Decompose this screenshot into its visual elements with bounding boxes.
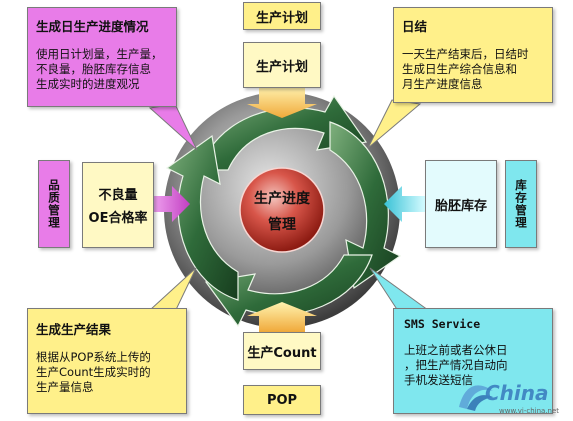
quality-side-label: 品质管理 (47, 179, 61, 229)
plan-box: 生产计划 (243, 42, 321, 88)
callout-top-left: 生成日生产进度情况 使用日计划量，生产量， 不良量，胎胚库存信息 生成实时的进度… (27, 7, 177, 107)
watermark-url: www.vi-china.net (499, 407, 560, 415)
plan-box-label: 生产计划 (255, 59, 308, 75)
arrow-right-from-quality (150, 186, 190, 222)
watermark: China www.vi-china.net (455, 375, 567, 419)
inventory-side-label: 库存管理 (514, 179, 528, 229)
callout-top-left-line-1: 使用日计划量，生产量， (36, 47, 163, 61)
plan-tab-label: 生产计划 (255, 10, 308, 26)
callout-bottom-left: 生成生产结果 根据从POP系统上传的 生产Count生成实时的 生产量信息 (27, 308, 187, 414)
swirl-arrow-left (165, 134, 239, 301)
callout-top-left-line-2: 不良量，胎胚库存信息 (36, 62, 151, 76)
defect-box-line-1: 不良量 (98, 188, 138, 203)
quality-side: 品质管理 (38, 160, 70, 248)
callout-top-right-line-2: 生成日生产综合信息和 (402, 62, 517, 76)
callout-top-left-line-3: 生成实时的进度观况 (36, 77, 140, 91)
arrow-left-from-inventory (384, 186, 425, 222)
defect-box: 不良量 OE合格率 (82, 162, 154, 248)
inventory-box-label: 胎胚库存 (434, 198, 487, 214)
callout-top-right-line-3: 月生产进度信息 (402, 77, 483, 91)
pop-tab: POP (243, 385, 321, 415)
count-box-label: 生产Count (247, 345, 317, 361)
callout-bottom-left-line-3: 生产量信息 (36, 380, 94, 394)
callout-bottom-left-line-1: 根据从POP系统上传的 (36, 350, 151, 364)
defect-box-line-2: OE合格率 (88, 211, 148, 226)
callout-bottom-right: SMS Service 上班之前或者公休日 ，把生产情况自动向 手机发送短信 (393, 308, 553, 414)
watermark-brand: China (485, 381, 549, 405)
swirl-arrow-top (199, 94, 368, 171)
callout-bottom-left-line-2: 生产Count生成实时的 (36, 365, 151, 379)
callout-top-right-title: 日结 (402, 19, 428, 34)
center-ball (239, 167, 325, 253)
center-label: 生产进度 管理 (242, 188, 322, 234)
plan-tab: 生产计划 (243, 2, 321, 30)
callout-top-left-title: 生成日生产进度情况 (36, 19, 149, 34)
pop-tab-label: POP (266, 392, 298, 408)
callout-bottom-right-line-2: ，把生产情况自动向 (404, 358, 508, 372)
callout-tail-top-right (367, 99, 422, 149)
callout-top-right: 日结 一天生产结束后，日结时 生成日生产综合信息和 月生产进度信息 (393, 7, 553, 103)
callout-top-right-line-1: 一天生产结束后，日结时 (402, 47, 529, 61)
callout-bottom-right-title: SMS Service (404, 317, 481, 331)
watermark-logo-icon (459, 385, 493, 411)
count-box: 生产Count (243, 332, 321, 370)
cycle-arrows (165, 94, 402, 328)
arrow-down-from-plan (247, 86, 317, 118)
swirl-arrow-bottom (204, 254, 373, 328)
inventory-box: 胎胚库存 (425, 160, 497, 248)
arrow-up-from-count (247, 302, 317, 332)
center-label-line-2: 管理 (268, 217, 296, 233)
swirl-arrow-right (329, 121, 402, 290)
callout-bottom-left-title: 生成生产结果 (36, 322, 112, 337)
callout-bottom-right-line-3: 手机发送短信 (404, 373, 473, 387)
callout-tail-top-left (148, 103, 198, 151)
inventory-side: 库存管理 (505, 160, 537, 248)
callout-bottom-right-line-1: 上班之前或者公休日 (404, 343, 508, 357)
center-label-line-1: 生产进度 (254, 191, 310, 207)
